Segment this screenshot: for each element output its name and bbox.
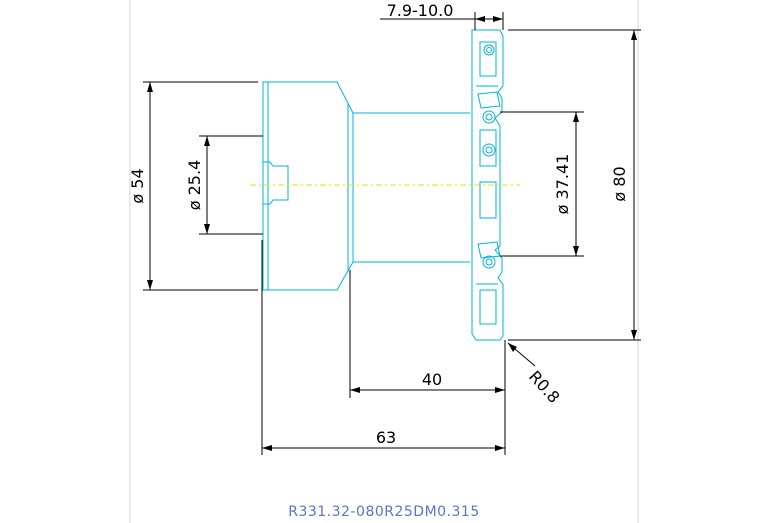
- insert-screw-icon: [483, 44, 495, 56]
- dimension-width-range: 7.9-10.0: [380, 1, 504, 30]
- cutter-head: [471, 29, 504, 341]
- dimension-diameter-54: ø 54: [128, 81, 258, 291]
- dim-label-radius: R0.8: [525, 367, 564, 407]
- dim-label-37-41: ø 37.41: [553, 154, 572, 215]
- insert-screw-icon: [482, 110, 496, 124]
- insert-screw-icon: [482, 255, 496, 269]
- dimension-corner-radius: R0.8: [507, 342, 564, 407]
- dim-label-80: ø 80: [610, 166, 629, 201]
- keyway: [263, 161, 289, 205]
- dim-label-63: 63: [376, 428, 396, 447]
- dim-label-40: 40: [422, 370, 442, 389]
- dimension-length-40: 40: [349, 270, 506, 455]
- insert-screw-icon: [482, 143, 496, 157]
- dimension-diameter-80: ø 80: [508, 29, 641, 341]
- dimension-diameter-25-4: ø 25.4: [185, 135, 263, 235]
- drawing-frame: [129, 0, 639, 523]
- dimension-diameter-37-41: ø 37.41: [500, 111, 584, 257]
- insert: [477, 91, 501, 109]
- head-outline: [471, 29, 504, 341]
- cutter-body: [250, 81, 520, 291]
- dim-label-width-range: 7.9-10.0: [387, 1, 454, 20]
- shank-outline: [262, 81, 354, 291]
- dimension-length-63: 63: [261, 240, 505, 455]
- dim-label-25-4: ø 25.4: [185, 160, 204, 211]
- dim-label-54: ø 54: [128, 168, 147, 203]
- part-number-title: R331.32-080R25DM0.315: [288, 504, 479, 520]
